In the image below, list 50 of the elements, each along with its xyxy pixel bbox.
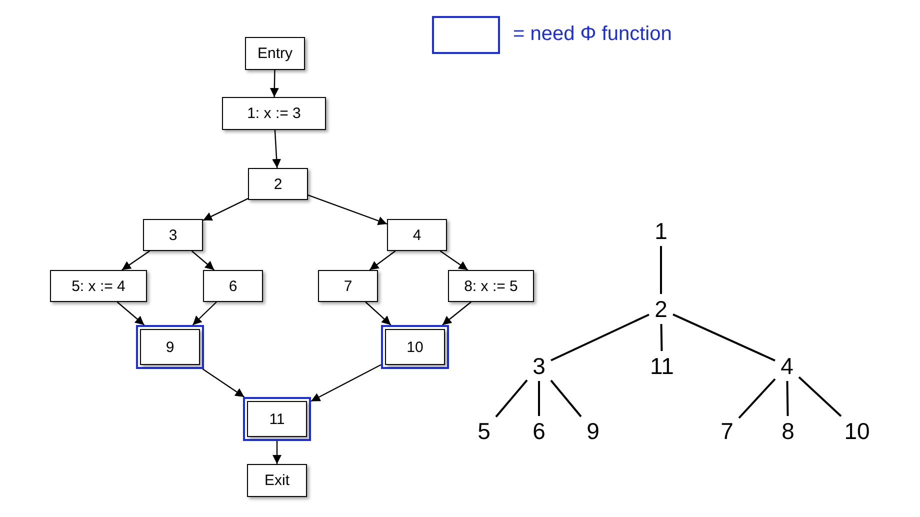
process-box: 10: [385, 329, 445, 365]
tree-node-label: 1: [651, 218, 671, 244]
arrow: [116, 302, 145, 326]
tree-node-label: 5: [474, 418, 494, 444]
tree-line: [786, 380, 789, 416]
tree-line: [550, 380, 582, 418]
arrow: [202, 198, 248, 221]
arrow: [202, 368, 245, 398]
tree-node-label: 8: [778, 418, 798, 444]
arrow: [369, 250, 396, 270]
arrow: [122, 250, 150, 270]
process-box: 1: x := 3: [222, 97, 326, 130]
tree-node-label: 11: [649, 353, 675, 379]
tree-line: [538, 381, 540, 416]
tree-line: [738, 378, 776, 419]
process-box: 11: [247, 401, 307, 437]
tree-node-label: 3: [529, 353, 549, 379]
process-box: 6: [203, 270, 263, 302]
process-box: 5: x := 4: [50, 270, 147, 302]
arrow: [365, 302, 392, 326]
arrow: [192, 302, 217, 326]
tree-node-label: 10: [843, 418, 871, 444]
process-box: 2: [248, 168, 308, 200]
process-box: Exit: [247, 464, 307, 497]
tree-node-label: 4: [777, 353, 797, 379]
tree-line: [798, 376, 842, 417]
process-box: 9: [140, 329, 200, 365]
arrow: [272, 441, 282, 464]
process-box: 7: [318, 270, 378, 302]
process-box: 3: [143, 219, 203, 251]
tree-line: [495, 380, 528, 418]
tree-line: [672, 314, 776, 362]
tree-line: [550, 314, 650, 362]
arrow: [308, 194, 388, 226]
tree-node-label: 9: [583, 418, 603, 444]
process-box: 8: x := 5: [448, 270, 534, 302]
arrow: [272, 130, 282, 168]
legend-text: = need Φ function: [513, 23, 672, 46]
process-box: Entry: [245, 37, 305, 70]
tree-node-label: 7: [717, 418, 737, 444]
arrow: [442, 302, 472, 326]
arrow: [310, 364, 382, 402]
arrow: [270, 70, 279, 98]
arrow: [191, 250, 215, 270]
tree-node-label: 6: [529, 418, 549, 444]
arrow: [440, 250, 468, 270]
tree-line: [660, 324, 663, 352]
process-box: 4: [387, 219, 447, 251]
tree-node-label: 2: [651, 296, 671, 322]
tree-line: [660, 246, 662, 294]
